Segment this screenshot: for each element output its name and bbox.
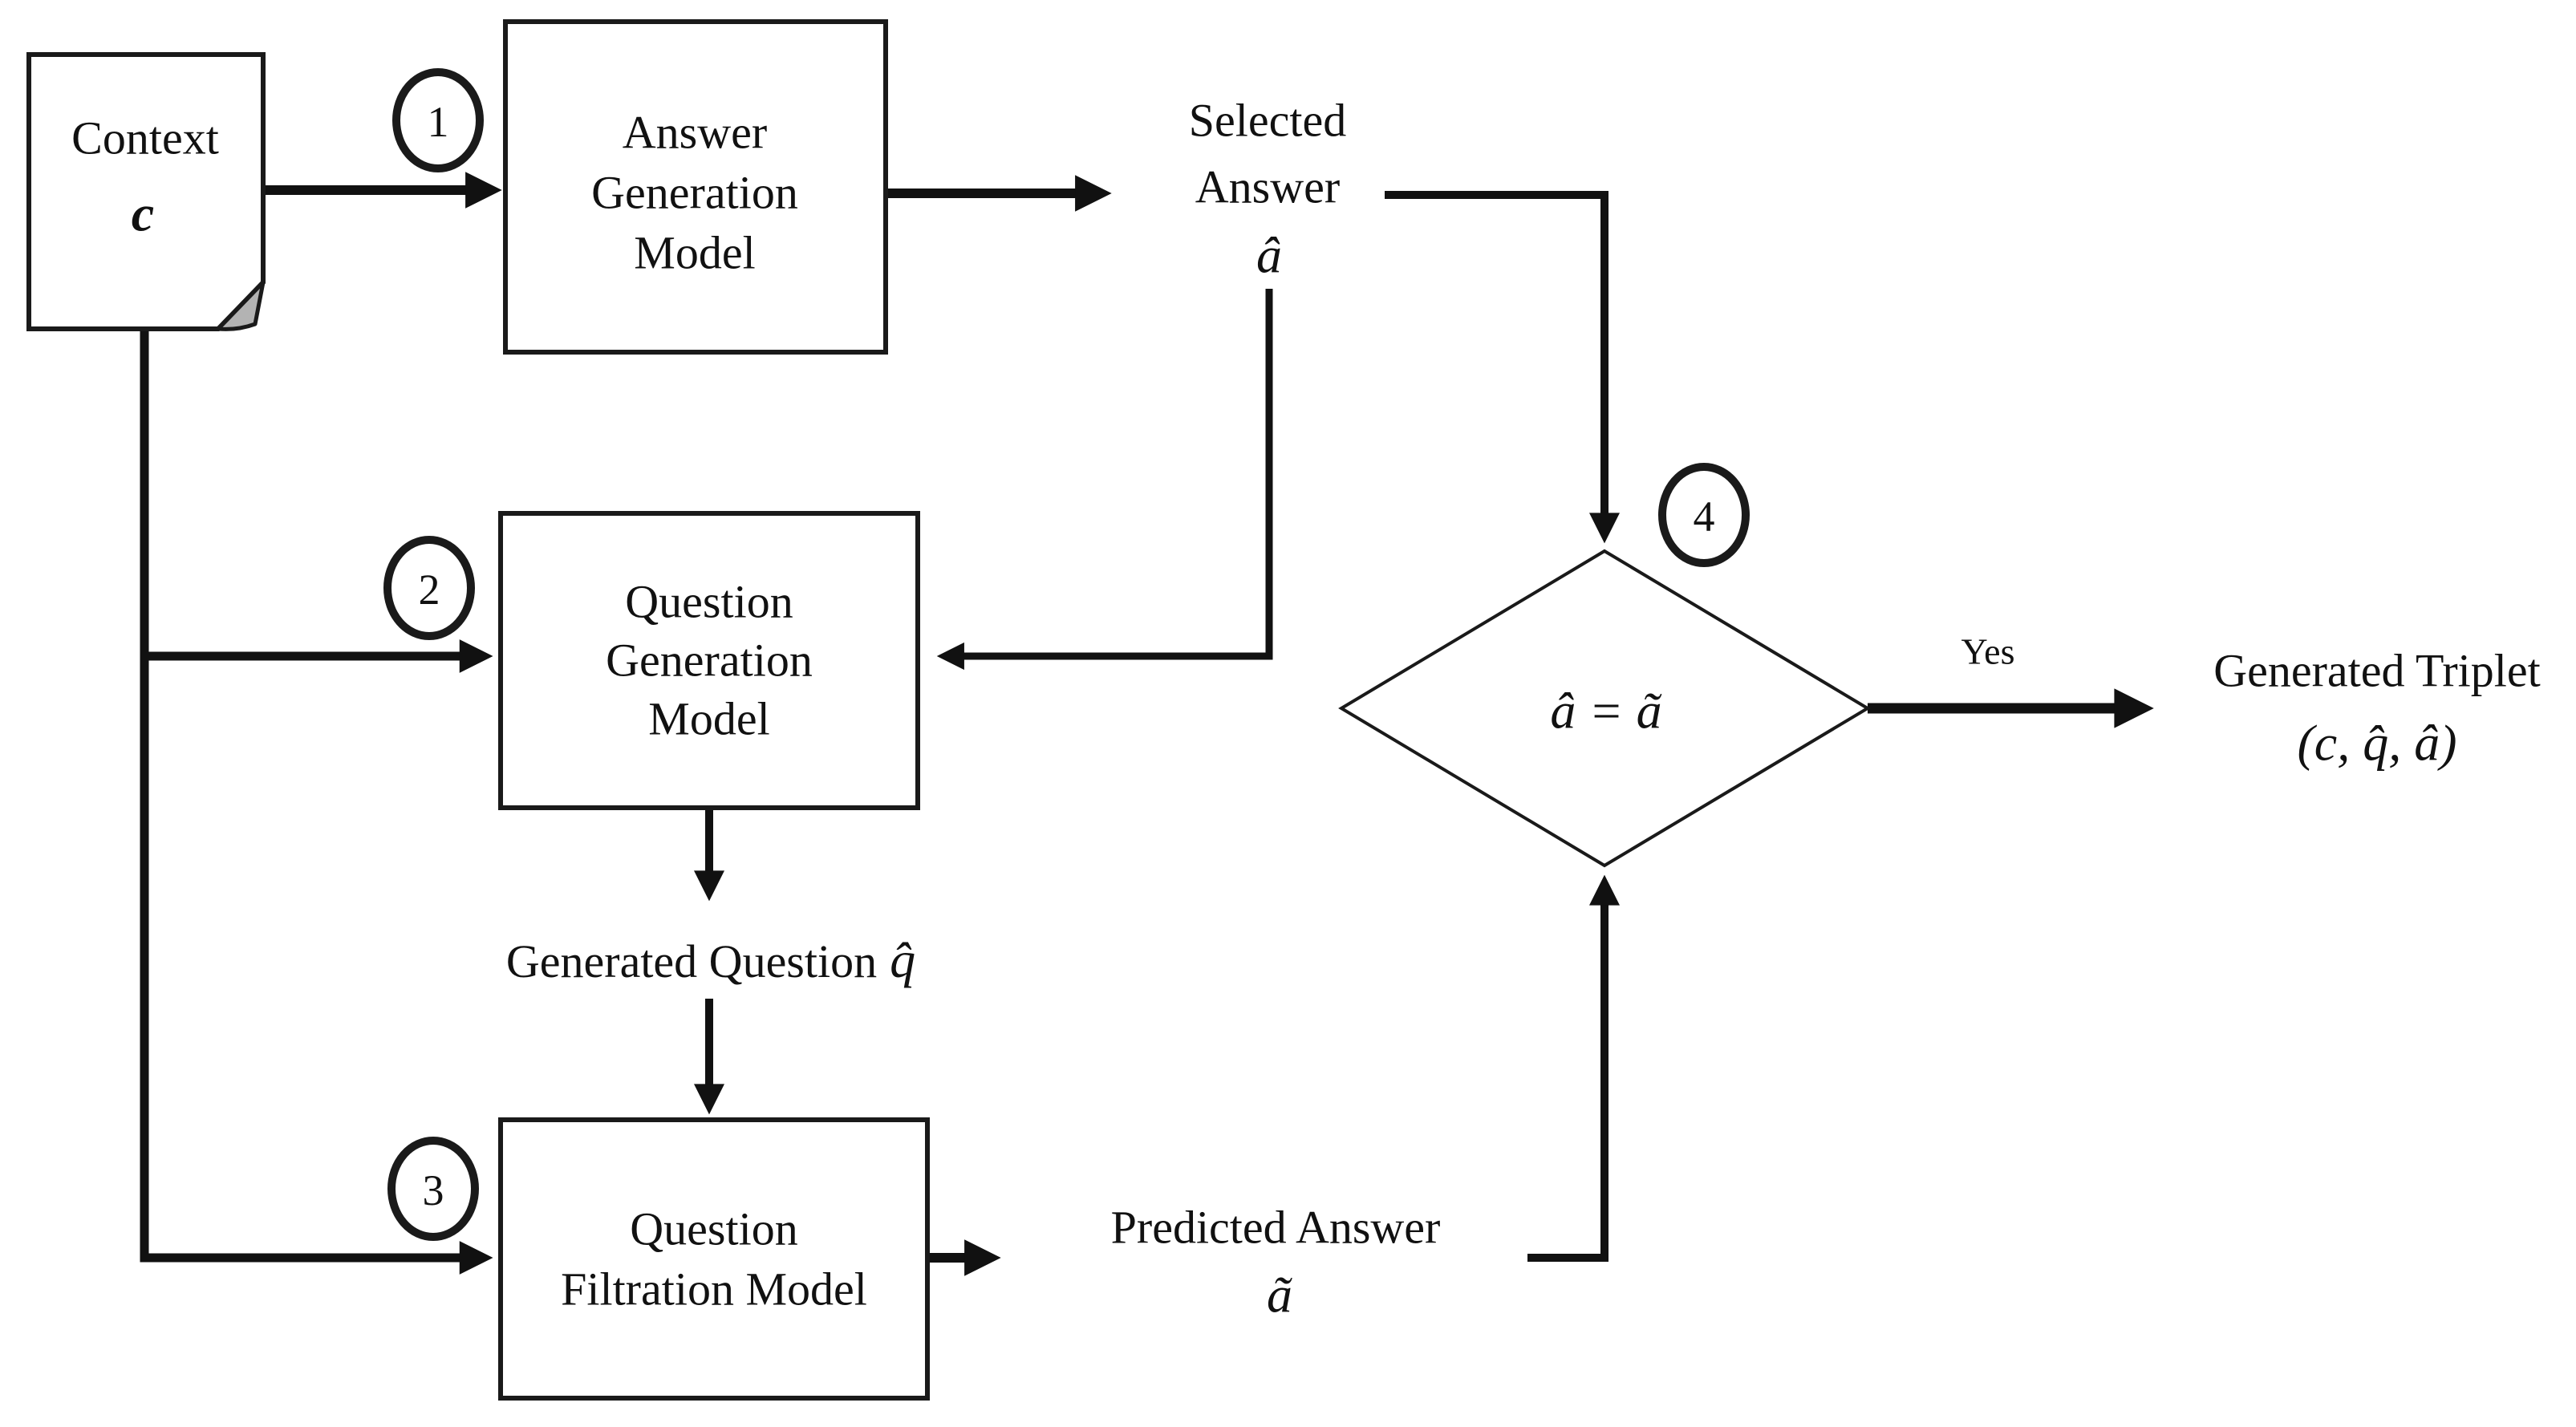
question-generation-model-line3: Model xyxy=(648,693,769,745)
step-1-number: 1 xyxy=(428,98,449,146)
edge-predicted-answer-to-decision xyxy=(1527,874,1620,1262)
step-1-badge: 1 xyxy=(392,68,484,172)
edge-selected-answer-to-question-generation xyxy=(936,289,1273,671)
decision-diamond xyxy=(1338,549,1871,868)
question-filtration-model-line2: Filtration Model xyxy=(561,1263,867,1316)
selected-answer-line1: Selected xyxy=(1189,95,1346,147)
step-2-badge: 2 xyxy=(383,536,475,640)
generated-question-symbol: q̂ xyxy=(890,931,915,988)
predicted-answer-symbol: ã xyxy=(1267,1267,1292,1324)
context-document-fold xyxy=(216,280,266,331)
answer-generation-model-line2: Generation xyxy=(591,167,798,219)
step-4-badge: 4 xyxy=(1658,463,1750,567)
selected-answer-symbol: â xyxy=(1256,227,1282,284)
step-2-circle xyxy=(383,536,475,640)
generated-question-text: Generated Question xyxy=(506,935,877,987)
generated-triplet-tuple: (c, q̂, â) xyxy=(2297,715,2456,772)
question-filtration-model-box xyxy=(498,1117,930,1401)
step-4-number: 4 xyxy=(1694,493,1715,541)
context-label: Context xyxy=(71,112,219,164)
question-filtration-model-line1: Question xyxy=(630,1203,797,1255)
step-3-number: 3 xyxy=(423,1166,444,1214)
edge-selected-answer-to-decision xyxy=(1385,191,1620,544)
selected-answer-line2: Answer xyxy=(1195,161,1340,213)
yes-label: Yes xyxy=(1961,631,2015,672)
generated-triplet-label: Generated Triplet xyxy=(2213,645,2541,697)
answer-generation-model-line3: Model xyxy=(634,227,755,279)
question-generation-model-line1: Question xyxy=(625,576,793,628)
edge-context-to-question-filtration xyxy=(140,325,493,1275)
step-2-number: 2 xyxy=(419,566,440,614)
context-symbol: c xyxy=(132,185,154,242)
predicted-answer-label: Predicted Answer xyxy=(1111,1202,1441,1254)
step-1-circle xyxy=(392,68,484,172)
answer-generation-model-box xyxy=(503,19,888,355)
step-3-badge: 3 xyxy=(387,1137,479,1241)
step-4-circle xyxy=(1658,463,1750,567)
question-generation-model-line2: Generation xyxy=(606,634,813,687)
question-generation-model-box xyxy=(498,511,920,810)
step-3-circle xyxy=(387,1137,479,1241)
decision-condition: â = ã xyxy=(1550,683,1661,740)
answer-generation-model-line1: Answer xyxy=(623,107,767,159)
